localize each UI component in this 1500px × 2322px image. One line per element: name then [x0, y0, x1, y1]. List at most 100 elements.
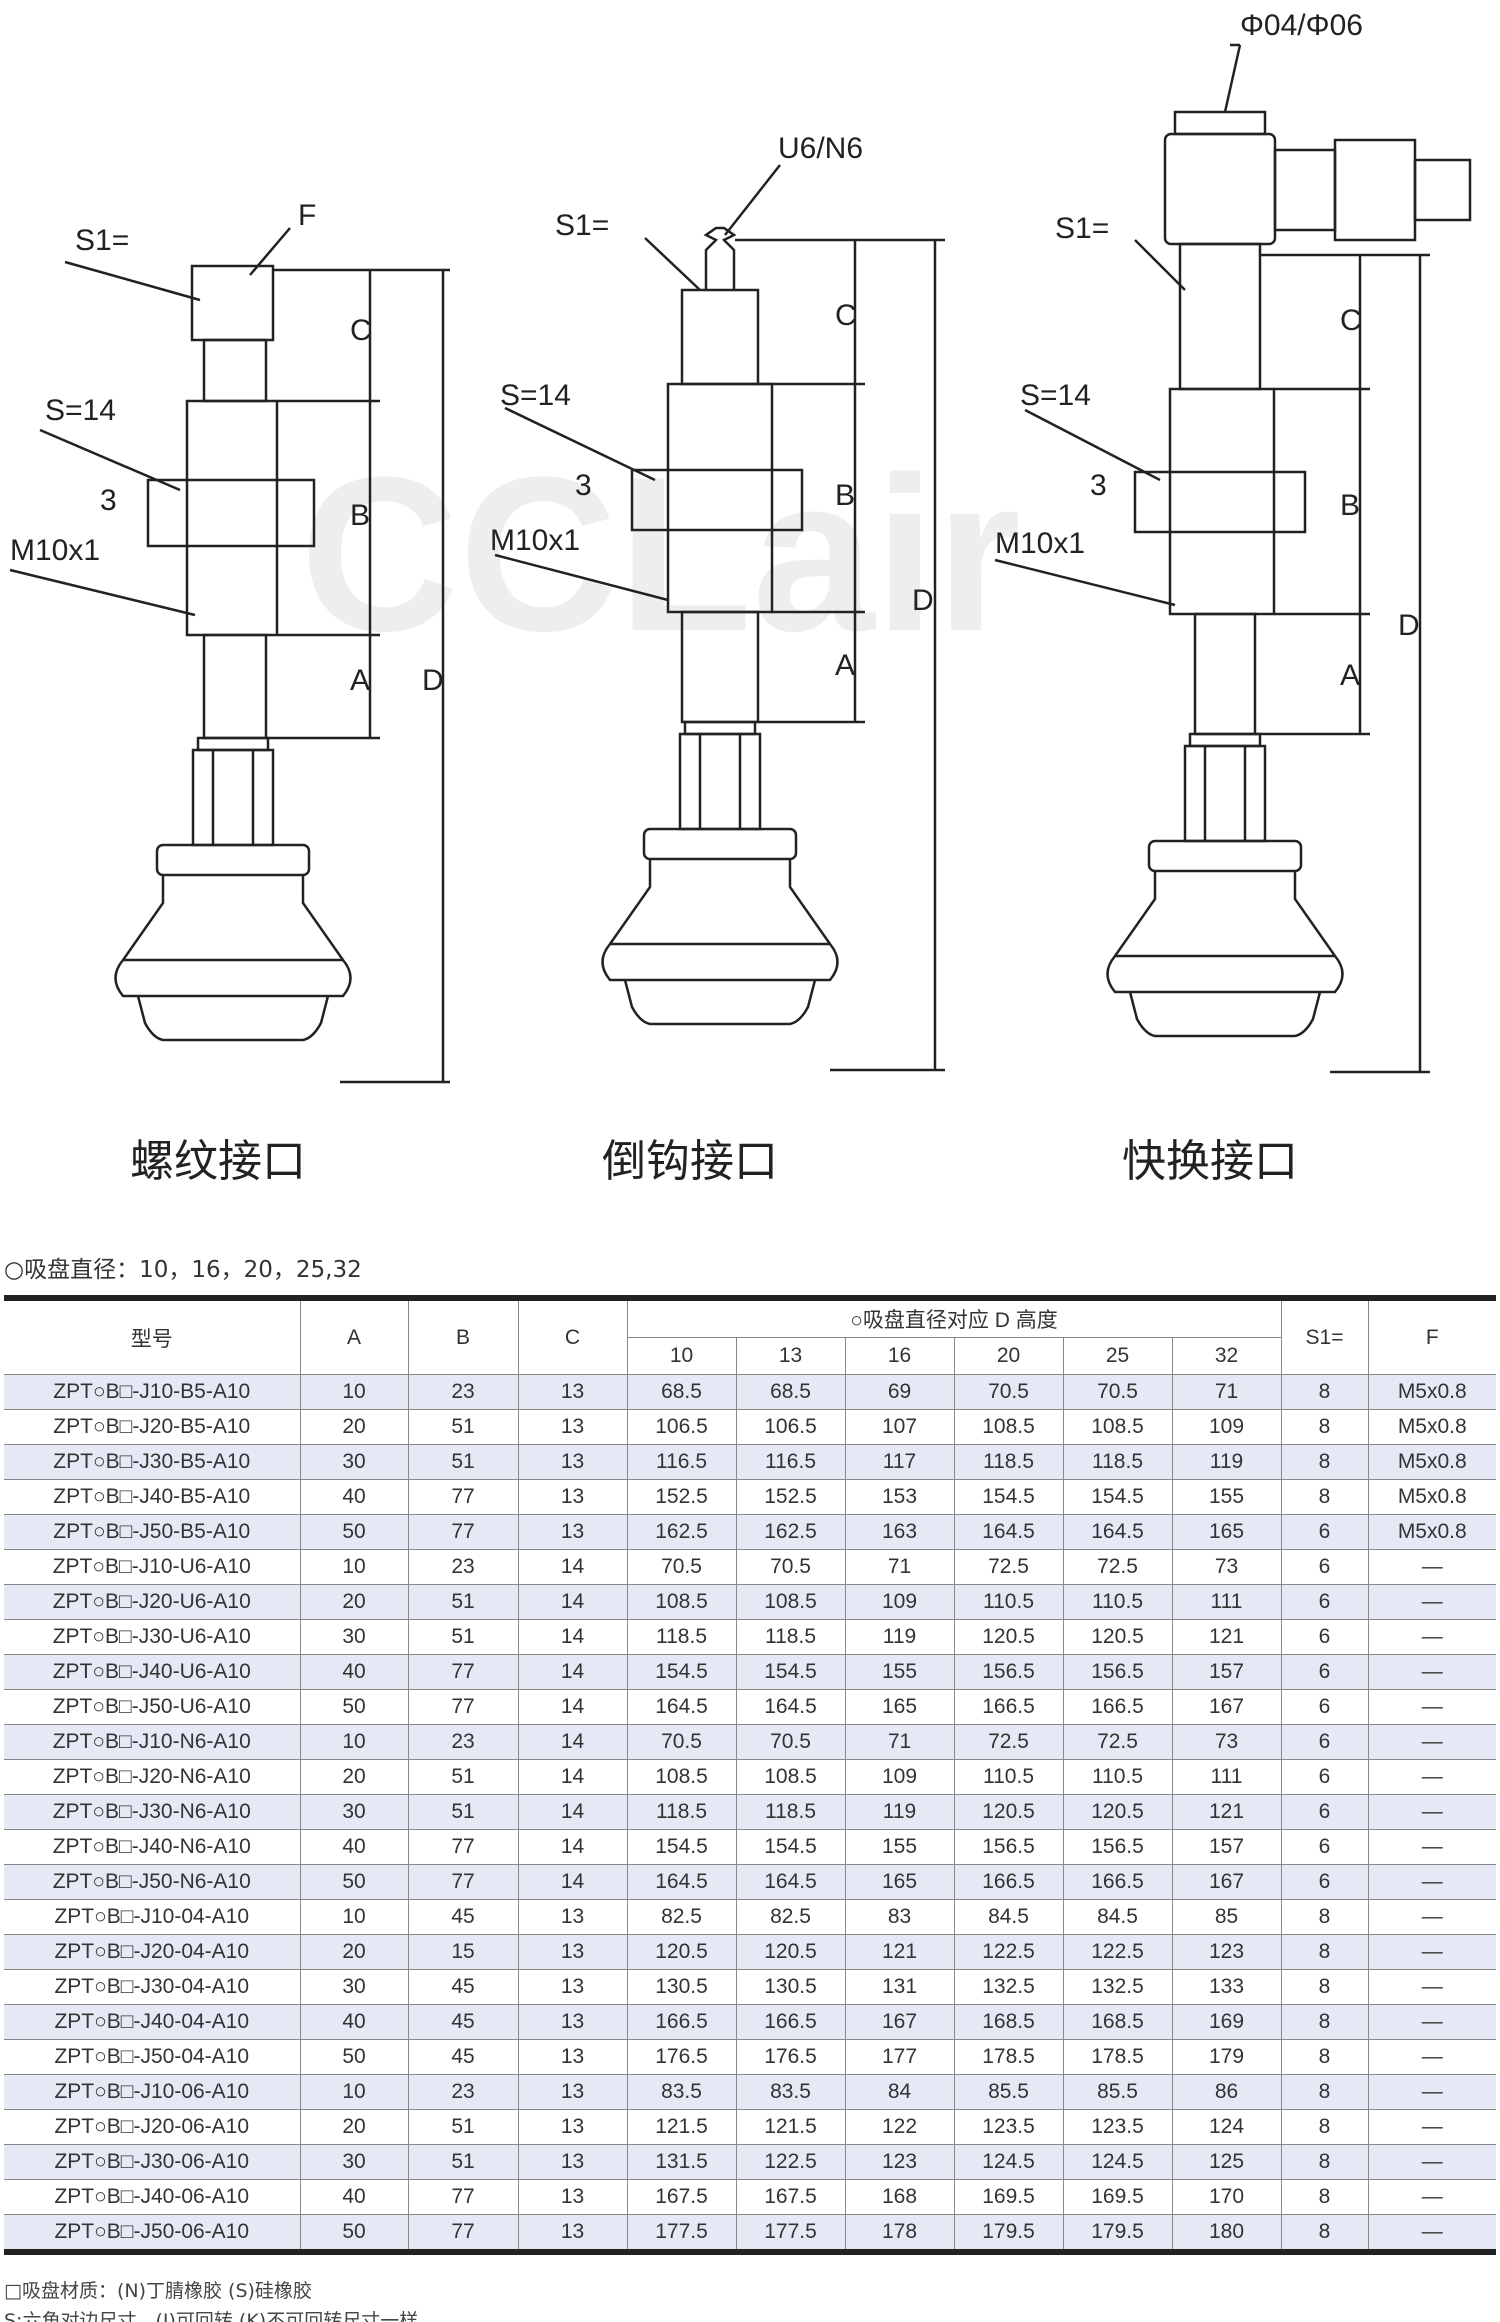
table-cell: 108.5: [626, 1759, 737, 1795]
table-cell: 153: [844, 1479, 955, 1515]
table-cell: 30: [299, 1794, 409, 1830]
table-cell: 50: [299, 2039, 409, 2075]
table-cell: 13: [517, 2179, 628, 2215]
table-cell: 169.5: [1062, 2179, 1173, 2215]
table-cell: 6: [1280, 1689, 1369, 1725]
table-cell: ZPT○B□-J10-B5-A10: [4, 1374, 301, 1410]
table-cell: —: [1367, 2144, 1496, 2180]
table-cell: 165: [844, 1689, 955, 1725]
table-cell: 125: [1171, 2144, 1282, 2180]
table-cell: 10: [299, 1899, 409, 1935]
table-cell: —: [1367, 2179, 1496, 2215]
table-cell: 110.5: [953, 1759, 1064, 1795]
table-cell: 6: [1280, 1619, 1369, 1655]
table-cell: 50: [299, 1514, 409, 1550]
table-cell: 83.5: [626, 2074, 737, 2110]
table-cell: 13: [517, 2039, 628, 2075]
table-cell: 121.5: [735, 2109, 846, 2145]
note-material: □吸盘材质：(N)丁腈橡胶 (S)硅橡胶: [4, 2280, 312, 2302]
table-cell: 168.5: [953, 2004, 1064, 2040]
table-cell: 40: [299, 2004, 409, 2040]
table-cell: 154.5: [626, 1654, 737, 1690]
table-cell: 71: [1171, 1374, 1282, 1410]
label-a: A: [835, 649, 855, 682]
table-cell: 176.5: [735, 2039, 846, 2075]
table-cell: ZPT○B□-J20-04-A10: [4, 1934, 301, 1970]
table-cell: 108.5: [626, 1584, 737, 1620]
table-cell: 154.5: [735, 1654, 846, 1690]
table-cell: 166.5: [953, 1864, 1064, 1900]
table-cell: 86: [1171, 2074, 1282, 2110]
label-b: B: [1340, 489, 1360, 522]
header-d-13: 13: [735, 1337, 846, 1375]
svg-text:CCLair: CCLair: [300, 431, 1021, 677]
table-cell: 156.5: [1062, 1829, 1173, 1865]
table-cell: 77: [407, 1864, 519, 1900]
table-cell: 20: [299, 1759, 409, 1795]
table-cell: 15: [407, 1934, 519, 1970]
table-cell: 45: [407, 1899, 519, 1935]
table-cell: 152.5: [735, 1479, 846, 1515]
table-cell: 176.5: [626, 2039, 737, 2075]
table-cell: 51: [407, 1444, 519, 1480]
table-cell: 77: [407, 2179, 519, 2215]
table-cell: 108.5: [1062, 1409, 1173, 1445]
table-cell: 13: [517, 1444, 628, 1480]
table-cell: 108.5: [953, 1409, 1064, 1445]
table-cell: ZPT○B□-J30-B5-A10: [4, 1444, 301, 1480]
table-cell: 152.5: [626, 1479, 737, 1515]
table-cell: 118.5: [626, 1794, 737, 1830]
label-s1: S1=: [75, 224, 129, 257]
table-cell: 118.5: [953, 1444, 1064, 1480]
table-cell: 14: [517, 1619, 628, 1655]
table-cell: 50: [299, 2214, 409, 2253]
table-cell: ZPT○B□-J10-04-A10: [4, 1899, 301, 1935]
table-cell: 169.5: [953, 2179, 1064, 2215]
table-cell: 20: [299, 1409, 409, 1445]
header-c: C: [517, 1297, 628, 1375]
table-cell: 8: [1280, 1899, 1369, 1935]
table-cell: —: [1367, 1724, 1496, 1760]
table-cell: ZPT○B□-J50-04-A10: [4, 2039, 301, 2075]
table-cell: 164.5: [626, 1689, 737, 1725]
caption-barb-port: 倒钩接口: [602, 1136, 778, 1187]
table-cell: —: [1367, 1549, 1496, 1585]
table-cell: 166.5: [626, 2004, 737, 2040]
table-cell: —: [1367, 2004, 1496, 2040]
table-cell: 120.5: [953, 1619, 1064, 1655]
table-cell: 6: [1280, 1654, 1369, 1690]
table-cell: 106.5: [735, 1409, 846, 1445]
table-cell: 40: [299, 2179, 409, 2215]
table-cell: 72.5: [1062, 1724, 1173, 1760]
table-cell: 40: [299, 1654, 409, 1690]
table-cell: ZPT○B□-J40-06-A10: [4, 2179, 301, 2215]
table-cell: 154.5: [953, 1479, 1064, 1515]
table-cell: 13: [517, 1934, 628, 1970]
table-cell: 77: [407, 1829, 519, 1865]
table-cell: 108.5: [735, 1584, 846, 1620]
table-cell: 51: [407, 1584, 519, 1620]
table-cell: 109: [844, 1759, 955, 1795]
table-cell: 13: [517, 1514, 628, 1550]
table-cell: 8: [1280, 1444, 1369, 1480]
drawing-thread-port: [9, 227, 450, 1084]
table-cell: 51: [407, 2144, 519, 2180]
table-cell: —: [1367, 2039, 1496, 2075]
label-f: F: [298, 199, 316, 232]
table-cell: —: [1367, 2214, 1496, 2253]
table-cell: 14: [517, 1584, 628, 1620]
label-3: 3: [100, 484, 117, 517]
table-cell: 120.5: [626, 1934, 737, 1970]
table-cell: —: [1367, 1759, 1496, 1795]
table-cell: 8: [1280, 2214, 1369, 2253]
label-c: C: [835, 299, 857, 332]
table-cell: 122.5: [1062, 1934, 1173, 1970]
table-cell: 51: [407, 2109, 519, 2145]
table-cell: 13: [517, 2144, 628, 2180]
